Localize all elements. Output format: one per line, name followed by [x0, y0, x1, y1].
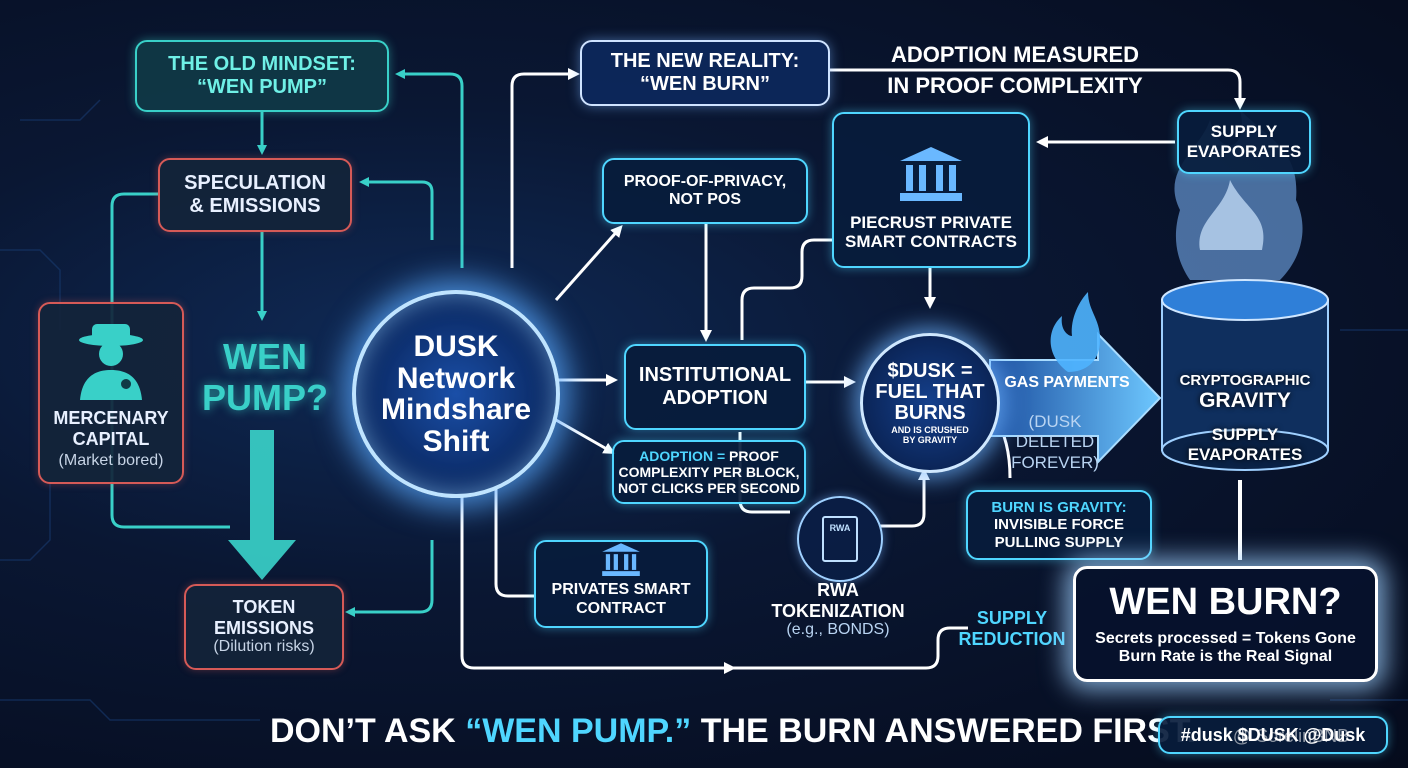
supply-reduction-line1: SUPPLY: [976, 608, 1048, 628]
mercenary-line2: CAPITAL: [72, 428, 150, 449]
big-down-arrow: [228, 430, 296, 580]
fuel-circle: $DUSK = FUEL THAT BURNS AND IS CRUSHED B…: [860, 333, 1000, 473]
rwa-label: RWA TOKENIZATION (e.g., BONDS): [768, 580, 908, 640]
token-emissions-line1: TOKEN: [232, 597, 296, 618]
speculation-line2: & EMISSIONS: [189, 195, 321, 217]
crypto-gravity-line2: GRAVITY: [1199, 389, 1291, 413]
new-reality-line1: THE NEW REALITY:: [610, 50, 800, 72]
rwa-line2: TOKENIZATION: [771, 600, 905, 621]
document-icon: RWA: [822, 516, 858, 562]
institutional-adoption-box: INSTITUTIONAL ADOPTION: [624, 344, 806, 430]
tagline-part3: THE BURN ANSWERED FIRST.: [691, 712, 1197, 750]
rwa-sub: (e.g., BONDS): [786, 621, 890, 639]
rwa-icon-circle: RWA: [797, 496, 883, 582]
wen-pump-heading: WEN PUMP?: [190, 336, 340, 419]
burn-gravity-line2: INVISIBLE FORCE: [993, 516, 1124, 534]
dusk-hub-circle: DUSK Network Mindshare Shift: [352, 290, 560, 498]
mercenary-sub: (Market bored): [58, 451, 164, 469]
burn-gravity-line3: PULLING SUPPLY: [994, 533, 1124, 551]
badge-text: #dusk $DUSK @Dusk: [1180, 724, 1366, 745]
wen-pump-line1: WEN: [223, 336, 307, 377]
spy-agent-icon: [79, 324, 143, 401]
gas-payments-label: GAS PAYMENTS: [1004, 374, 1130, 391]
tagline: DON’T ASK “WEN PUMP.” THE BURN ANSWERED …: [270, 712, 1196, 751]
wen-burn-line2: Burn Rate is the Real Signal: [1118, 647, 1333, 665]
supply-evaporates-top-box: SUPPLY EVAPORATES: [1177, 110, 1311, 174]
piecrust-box: PIECRUST PRIVATE SMART CONTRACTS: [832, 112, 1030, 268]
wen-burn-title: WEN BURN?: [1109, 581, 1342, 624]
old-mindset-line1: THE OLD MINDSET:: [168, 53, 356, 75]
rwa-line1: RWA: [817, 580, 859, 600]
institutional-line2: ADOPTION: [662, 387, 768, 409]
institutional-line1: INSTITUTIONAL: [638, 364, 792, 386]
crypto-gravity-line1: CRYPTOGRAPHIC: [1179, 372, 1311, 389]
privates-smart-contract-box: PRIVATES SMART CONTRACT: [534, 540, 708, 628]
flame-icon: [1050, 292, 1101, 372]
supply-reduction-line2: REDUCTION: [958, 628, 1066, 649]
supply-evap-top-line1: SUPPLY: [1210, 122, 1278, 142]
gas-sub3: FOREVER): [1011, 452, 1099, 472]
privates-line1: PRIVATES SMART: [551, 581, 691, 599]
fuel-line1: $DUSK =: [887, 360, 973, 383]
adoption-measured-line2: IN PROOF COMPLEXITY: [887, 72, 1143, 98]
supply-reduction-label: SUPPLY REDUCTION: [952, 608, 1072, 649]
burn-gravity-line1: BURN IS GRAVITY:: [991, 499, 1127, 517]
adoption-proof-rest: PROOF: [725, 447, 779, 464]
crypto-gravity-line3: SUPPLY: [1211, 425, 1279, 445]
gas-arrow: [989, 331, 1162, 465]
gas-sub1: (DUSK: [1028, 412, 1082, 431]
proof-of-privacy-line2: NOT POS: [668, 191, 741, 208]
fuel-line3: BURNS: [894, 402, 966, 425]
token-emissions-line2: EMISSIONS: [213, 617, 315, 638]
rwa-icon-text: RWA: [829, 523, 851, 533]
hub-line2: Network: [396, 361, 516, 395]
token-emissions-sub: (Dilution risks): [213, 638, 315, 656]
hub-line1: DUSK: [413, 330, 499, 363]
fuel-line2: FUEL THAT: [875, 381, 985, 404]
wen-burn-box: WEN BURN? Secrets processed = Tokens Gon…: [1073, 566, 1378, 682]
bank-building-icon: [602, 543, 640, 577]
burn-is-gravity-box: BURN IS GRAVITY: INVISIBLE FORCE PULLING…: [966, 490, 1152, 560]
crypto-gravity-line4: EVAPORATES: [1187, 444, 1303, 464]
fuel-sub1: AND IS CRUSHED: [891, 425, 969, 436]
adoption-proof-line2: COMPLEXITY PER BLOCK,: [618, 463, 800, 480]
speculation-box: SPECULATION & EMISSIONS: [158, 158, 352, 232]
gas-sub2: DELETED: [1015, 432, 1095, 452]
new-reality-box: THE NEW REALITY: “WEN BURN”: [580, 40, 830, 106]
speculation-line1: SPECULATION: [184, 172, 326, 194]
proof-of-privacy-line1: PROOF-OF-PRIVACY,: [623, 172, 787, 190]
adoption-proof-label: ADOPTION =: [639, 447, 726, 464]
tagline-part1: DON’T ASK: [270, 712, 466, 750]
watermark: @ SorelinBNB: [1232, 726, 1350, 746]
fuel-sub2: BY GRAVITY: [902, 434, 958, 445]
proof-of-privacy-box: PROOF-OF-PRIVACY, NOT POS: [602, 158, 808, 224]
adoption-measured-line1: ADOPTION MEASURED: [890, 42, 1140, 67]
token-emissions-box: TOKEN EMISSIONS (Dilution risks): [184, 584, 344, 670]
hashtag-badge: #dusk $DUSK @Dusk: [1158, 716, 1388, 754]
wen-pump-line2: PUMP?: [202, 377, 328, 419]
hub-line3: Mindshare: [380, 393, 532, 426]
wen-burn-line1: Secrets processed = Tokens Gone: [1095, 629, 1356, 647]
piecrust-line1: PIECRUST PRIVATE: [850, 212, 1012, 232]
adoption-proof-box: ADOPTION = PROOF COMPLEXITY PER BLOCK, N…: [612, 440, 806, 504]
old-mindset-line2: “WEN PUMP”: [197, 76, 327, 98]
cryptographic-gravity-label: CRYPTOGRAPHIC GRAVITY SUPPLY EVAPORATES: [1164, 372, 1326, 464]
tagline-part2: “WEN PUMP.”: [465, 712, 692, 750]
piecrust-line2: SMART CONTRACTS: [845, 232, 1017, 252]
mercenary-line1: MERCENARY: [53, 408, 169, 429]
adoption-measured-heading: ADOPTION MEASURED IN PROOF COMPLEXITY: [860, 40, 1170, 102]
hub-line4: Shift: [422, 424, 490, 458]
old-mindset-box: THE OLD MINDSET: “WEN PUMP”: [135, 40, 389, 112]
adoption-proof-line3: NOT CLICKS PER SECOND: [617, 480, 800, 497]
mercenary-capital-box: MERCENARY CAPITAL (Market bored): [38, 302, 184, 484]
supply-evap-top-line2: EVAPORATES: [1186, 142, 1302, 161]
privates-line2: CONTRACT: [576, 599, 666, 617]
new-reality-line2: “WEN BURN”: [640, 73, 770, 95]
dusk-deleted-label: (DUSK DELETED FOREVER): [1000, 412, 1110, 473]
bank-building-icon: [900, 146, 962, 201]
